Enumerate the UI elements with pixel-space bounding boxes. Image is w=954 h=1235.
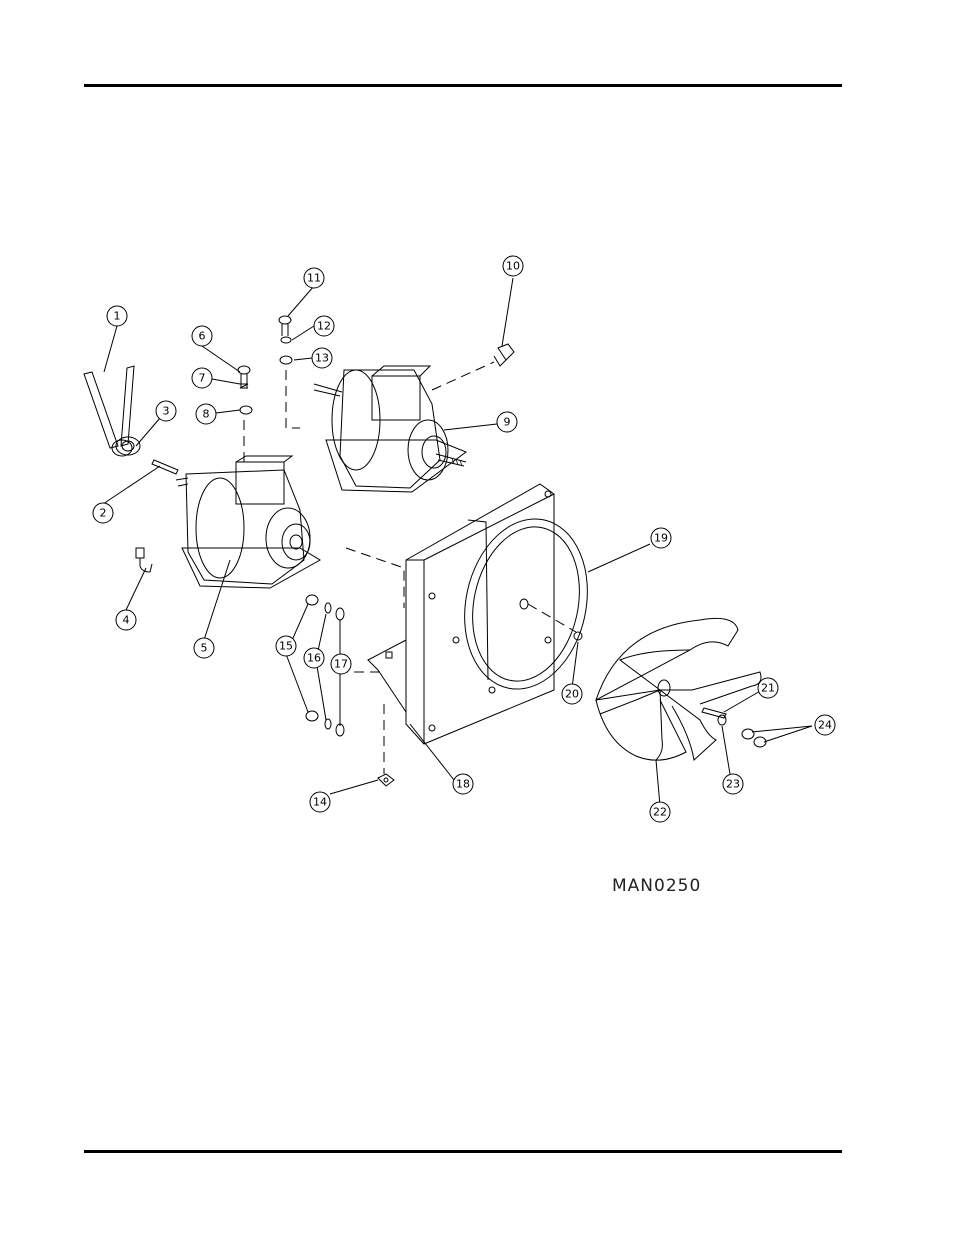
callout-12: 12 [314, 316, 334, 336]
callout-4: 4 [116, 610, 136, 630]
bolt-11 [279, 316, 291, 336]
callout-14: 14 [310, 792, 330, 812]
leader-lines [103, 278, 812, 806]
callout-10: 10 [503, 256, 523, 276]
svg-text:5: 5 [201, 642, 208, 655]
callout-1: 1 [107, 306, 127, 326]
svg-text:3: 3 [163, 405, 170, 418]
shaft-key [152, 460, 178, 474]
lock-washer-12 [281, 337, 291, 343]
svg-text:14: 14 [313, 796, 327, 809]
svg-text:20: 20 [565, 688, 579, 701]
square-nut [378, 774, 394, 786]
callout-24: 24 [815, 715, 835, 735]
drawing-code: MAN0250 [612, 876, 701, 896]
svg-text:23: 23 [726, 778, 740, 791]
svg-text:24: 24 [818, 719, 832, 732]
svg-text:17: 17 [334, 658, 348, 671]
callout-19: 19 [651, 528, 671, 548]
svg-text:7: 7 [199, 372, 206, 385]
svg-text:2: 2 [100, 507, 107, 520]
callout-22: 22 [650, 802, 670, 822]
svg-text:9: 9 [504, 416, 511, 429]
blower-fan-wheel [596, 618, 761, 760]
callout-7: 7 [192, 368, 212, 388]
belt [84, 366, 134, 448]
svg-text:6: 6 [199, 330, 206, 343]
callout-21: 21 [758, 678, 778, 698]
set-screw [702, 708, 726, 718]
svg-text:1: 1 [114, 310, 121, 323]
motor-mounting-plate [368, 484, 554, 744]
svg-text:21: 21 [761, 682, 775, 695]
svg-text:10: 10 [506, 260, 520, 273]
svg-text:18: 18 [456, 778, 470, 791]
svg-text:19: 19 [654, 532, 668, 545]
svg-text:22: 22 [653, 806, 667, 819]
callout-11: 11 [304, 268, 324, 288]
fan-shroud-ring [449, 507, 602, 700]
svg-text:8: 8 [203, 408, 210, 421]
motor-left [176, 456, 320, 588]
callout-20: 20 [562, 684, 582, 704]
motor-right [314, 366, 466, 492]
callout-13: 13 [312, 348, 332, 368]
callout-5: 5 [194, 638, 214, 658]
callout-9: 9 [497, 412, 517, 432]
callout-15: 15 [276, 636, 296, 656]
callout-3: 3 [156, 401, 176, 421]
bolt-6 [238, 366, 250, 388]
callout-16: 16 [304, 648, 324, 668]
washer-23 [718, 715, 726, 725]
callout-8: 8 [196, 404, 216, 424]
svg-text:13: 13 [315, 352, 329, 365]
svg-text:11: 11 [307, 272, 321, 285]
washer-13 [280, 356, 292, 364]
washer-8 [240, 406, 252, 414]
callout-6: 6 [192, 326, 212, 346]
elbow-fitting-left [136, 548, 152, 572]
svg-text:15: 15 [279, 640, 293, 653]
callout-2: 2 [93, 503, 113, 523]
svg-text:12: 12 [317, 320, 331, 333]
svg-text:4: 4 [123, 614, 130, 627]
svg-text:16: 16 [307, 652, 321, 665]
callout-18: 18 [453, 774, 473, 794]
callout-23: 23 [723, 774, 743, 794]
callout-17: 17 [331, 654, 351, 674]
elbow-fitting-right [494, 344, 514, 366]
